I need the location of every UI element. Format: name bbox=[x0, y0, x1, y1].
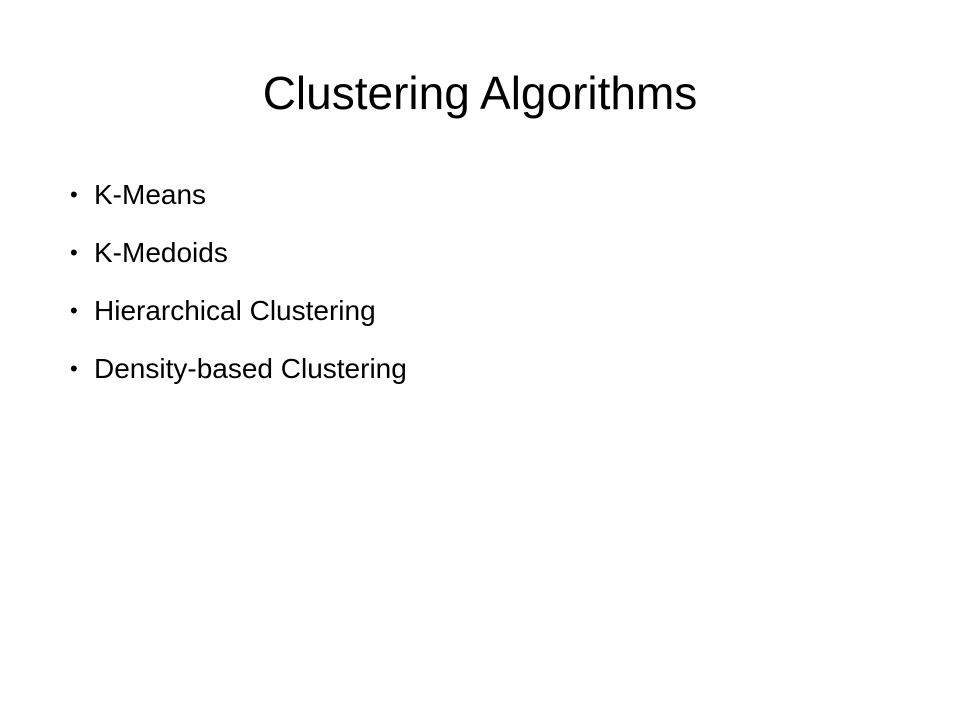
bullet-icon: • bbox=[70, 298, 78, 323]
list-item: • K-Medoids bbox=[70, 234, 407, 272]
bullet-text: K-Medoids bbox=[94, 237, 228, 268]
bullet-icon: • bbox=[70, 356, 78, 381]
list-item: • Hierarchical Clustering bbox=[70, 292, 407, 330]
bullet-text: Density-based Clustering bbox=[94, 353, 407, 384]
bullet-icon: • bbox=[70, 240, 78, 265]
bullet-text: Hierarchical Clustering bbox=[94, 295, 376, 326]
bullet-icon: • bbox=[70, 182, 78, 207]
list-item: • K-Means bbox=[70, 176, 407, 214]
bullet-list: • K-Means • K-Medoids • Hierarchical Clu… bbox=[70, 176, 407, 408]
slide-title: Clustering Algorithms bbox=[262, 67, 698, 119]
bullet-text: K-Means bbox=[94, 179, 207, 210]
list-item: • Density-based Clustering bbox=[70, 350, 407, 388]
